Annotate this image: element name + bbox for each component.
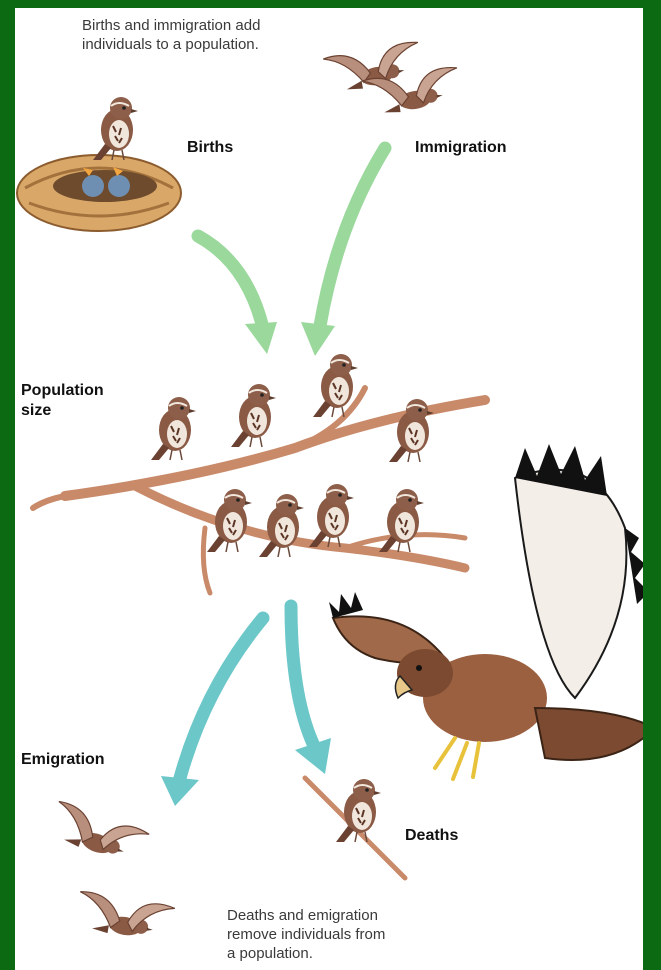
emigrating-birds [47,800,176,944]
deaths-label: Deaths [405,826,458,846]
emigration-label: Emigration [21,750,105,770]
figure-panel: Births and immigration add individuals t… [15,8,643,970]
bottom-caption: Deaths and emigration remove individuals… [227,906,385,963]
bottom-caption-line-1: Deaths and emigration [227,906,385,925]
immigration-arrow [320,148,385,326]
population-size-line-1: Population [21,381,104,401]
immigration-label: Immigration [415,138,507,158]
population-size-label: Population size [21,381,104,421]
deaths-arrow [291,606,315,748]
top-caption-line-2: individuals to a population. [82,35,260,54]
bottom-caption-line-2: remove individuals from [227,925,385,944]
bottom-caption-line-3: a population. [227,944,385,963]
dead-sparrow-illustration [305,778,405,878]
population-size-line-2: size [21,401,104,421]
hawk-illustration [329,444,643,779]
top-caption: Births and immigration add individuals t… [82,16,260,54]
nest-illustration [17,97,181,231]
births-label: Births [187,138,233,158]
top-caption-line-1: Births and immigration add [82,16,260,35]
births-arrow [198,236,263,328]
emigration-arrow [180,618,263,778]
immigrating-birds [323,41,462,117]
population-illustration [15,8,643,970]
